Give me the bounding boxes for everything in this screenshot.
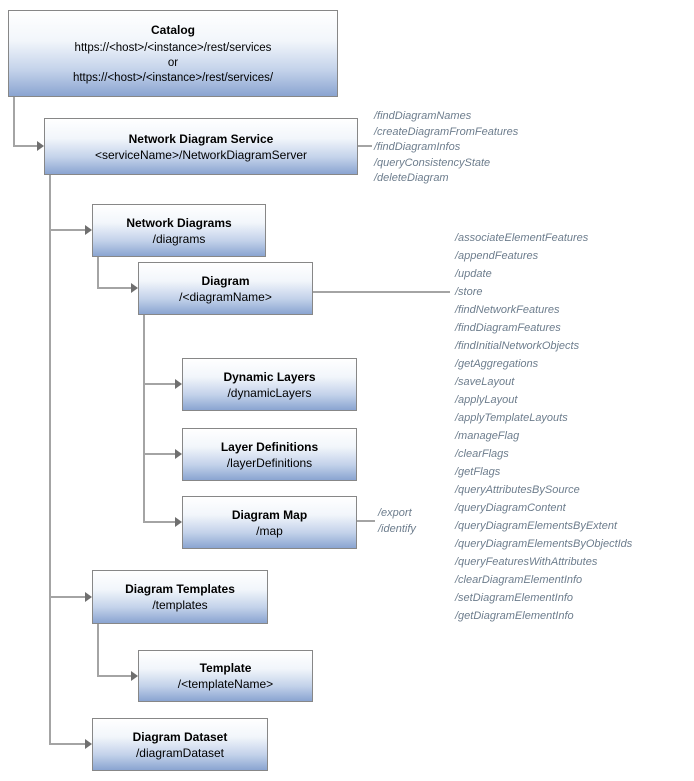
catalog-url-1: https://<host>/<instance>/rest/services (74, 41, 272, 54)
box-title: Network Diagram Service (128, 131, 274, 146)
operation-item: /getFlags (455, 466, 501, 478)
arrowhead-icon (175, 379, 182, 389)
operation-item: /queryAttributesBySource (455, 484, 580, 496)
operation-item: /clearDiagramElementInfo (455, 574, 583, 586)
operation-item: /clearFlags (455, 448, 509, 460)
operation-item: /queryConsistencyState (374, 156, 491, 169)
box-title: Network Diagrams (126, 215, 232, 230)
operation-item: /findDiagramInfos (374, 141, 461, 154)
network-diagram-service-box: Network Diagram Service <serviceName>/Ne… (44, 118, 358, 175)
diagram-dataset-box: Diagram Dataset /diagramDataset (92, 718, 268, 771)
connector (143, 521, 176, 523)
catalog-url-2: https://<host>/<instance>/rest/services/ (72, 71, 274, 84)
connector (97, 287, 132, 289)
connector (49, 175, 51, 745)
arrowhead-icon (175, 449, 182, 459)
layer-definitions-box: Layer Definitions /layerDefinitions (182, 428, 357, 481)
catalog-box: Catalog https://<host>/<instance>/rest/s… (8, 10, 338, 97)
operation-item: /createDiagramFromFeatures (374, 125, 519, 138)
template-box: Template /<templateName> (138, 650, 313, 702)
operation-item: /export (378, 507, 412, 519)
map-operations-list: /export /identify (378, 506, 416, 537)
operation-item: /manageFlag (455, 430, 520, 442)
operation-item: /queryDiagramElementsByExtent (455, 520, 618, 532)
connector (13, 145, 38, 147)
arrowhead-icon (131, 671, 138, 681)
box-title: Template (199, 661, 252, 675)
diagram-templates-box: Diagram Templates /templates (92, 570, 268, 624)
operation-item: /applyTemplateLayouts (455, 412, 568, 424)
operation-item: /applyLayout (455, 394, 518, 406)
operation-item: /queryDiagramContent (455, 502, 566, 514)
network-diagrams-box: Network Diagrams /diagrams (92, 204, 266, 257)
arrowhead-icon (85, 592, 92, 602)
arrowhead-icon (85, 739, 92, 749)
box-title: Diagram Dataset (132, 729, 228, 744)
connector (97, 675, 132, 677)
operation-item: /queryFeaturesWithAttributes (455, 556, 598, 568)
operation-item: /queryDiagramElementsByObjectIds (455, 538, 633, 550)
connector (313, 291, 450, 293)
connector (97, 624, 99, 676)
connector (357, 520, 375, 522)
box-title: Diagram (201, 273, 250, 288)
operation-item: /getDiagramElementInfo (455, 610, 574, 622)
box-path: <serviceName>/NetworkDiagramServer (94, 147, 308, 162)
operation-item: /findNetworkFeatures (455, 304, 560, 316)
box-path: /<diagramName> (179, 289, 272, 304)
operation-item: /associateElementFeatures (455, 232, 589, 244)
arrowhead-icon (37, 141, 44, 151)
box-path: /layerDefinitions (226, 455, 313, 470)
box-path: /diagramDataset (135, 745, 225, 760)
arrowhead-icon (85, 225, 92, 235)
connector (49, 229, 86, 231)
box-path: /map (256, 523, 283, 538)
diagram-map-box: Diagram Map /map (182, 496, 357, 549)
arrowhead-icon (131, 283, 138, 293)
service-operations-list: /findDiagramNames /createDiagramFromFeat… (374, 109, 518, 187)
box-path: /<templateName> (177, 677, 274, 691)
box-path: /dynamicLayers (227, 385, 312, 400)
operation-item: /findDiagramFeatures (455, 322, 561, 334)
operation-item: /update (455, 268, 492, 280)
catalog-or: or (167, 56, 179, 69)
operation-item: /deleteDiagram (374, 172, 449, 185)
operation-item: /saveLayout (455, 376, 515, 388)
operation-item: /store (455, 286, 483, 298)
box-title: Diagram Templates (125, 582, 235, 596)
diagram-box: Diagram /<diagramName> (138, 262, 313, 315)
operation-item: /findInitialNetworkObjects (455, 340, 580, 352)
catalog-title: Catalog (150, 22, 195, 37)
arrowhead-icon (175, 517, 182, 527)
connector (97, 257, 99, 288)
connector (358, 145, 372, 147)
operation-item: /findDiagramNames (374, 110, 472, 122)
connector (143, 453, 176, 455)
connector (13, 97, 15, 147)
dynamic-layers-box: Dynamic Layers /dynamicLayers (182, 358, 357, 411)
connector (143, 315, 145, 523)
connector (143, 383, 176, 385)
operation-item: /getAggregations (455, 358, 539, 370)
connector (49, 743, 86, 745)
operation-item: /appendFeatures (455, 250, 539, 262)
operation-item: /identify (378, 522, 416, 535)
connector (49, 596, 86, 598)
box-title: Layer Definitions (220, 439, 319, 454)
box-path: /diagrams (152, 231, 206, 246)
diagram-operations-list: /associateElementFeatures /appendFeature… (455, 229, 632, 625)
operation-item: /setDiagramElementInfo (455, 592, 573, 604)
box-path: /templates (152, 598, 208, 612)
box-title: Diagram Map (231, 507, 308, 522)
box-title: Dynamic Layers (223, 369, 316, 384)
